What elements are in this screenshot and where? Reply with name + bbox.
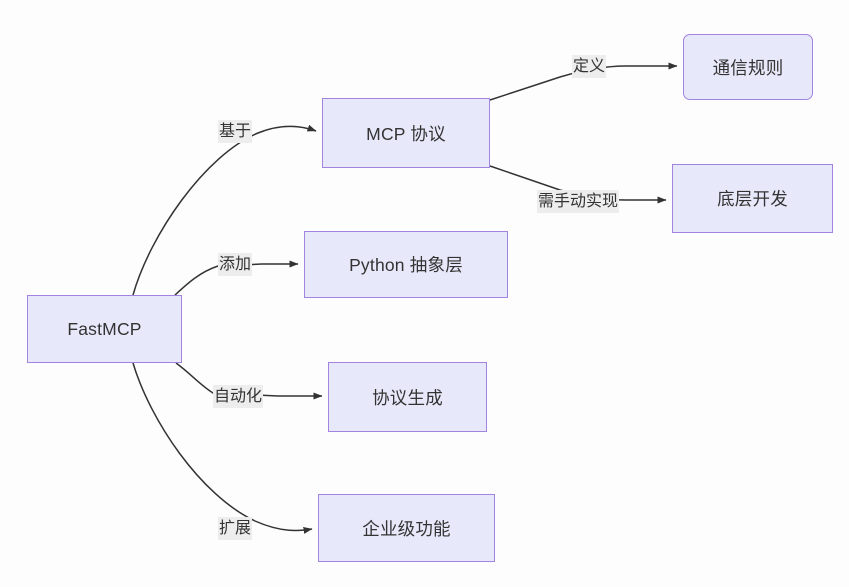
- edge-label-manual-implementation: 需手动实现: [537, 190, 620, 213]
- edge-label-definition: 定义: [572, 55, 607, 78]
- edge-label-based-on: 基于: [218, 120, 253, 143]
- node-fastmcp[interactable]: FastMCP: [27, 295, 182, 363]
- node-enterprise-features-label: 企业级功能: [362, 518, 451, 539]
- edge-label-add: 添加: [218, 253, 253, 276]
- node-enterprise-features[interactable]: 企业级功能: [318, 494, 495, 562]
- node-communication-rules-label: 通信规则: [712, 57, 784, 78]
- node-mcp-protocol[interactable]: MCP 协议: [322, 98, 490, 168]
- node-protocol-generation-label: 协议生成: [372, 387, 443, 408]
- node-fastmcp-label: FastMCP: [67, 318, 142, 339]
- node-low-level-development[interactable]: 底层开发: [672, 164, 833, 233]
- node-python-abstraction-layer-label: Python 抽象层: [349, 255, 463, 275]
- node-protocol-generation[interactable]: 协议生成: [328, 362, 487, 432]
- edge-label-automation: 自动化: [213, 385, 264, 408]
- edge-label-extension: 扩展: [218, 517, 253, 540]
- node-mcp-protocol-label: MCP 协议: [366, 123, 446, 144]
- node-low-level-development-label: 底层开发: [717, 189, 788, 209]
- node-python-abstraction-layer[interactable]: Python 抽象层: [304, 231, 508, 298]
- node-communication-rules[interactable]: 通信规则: [683, 34, 813, 100]
